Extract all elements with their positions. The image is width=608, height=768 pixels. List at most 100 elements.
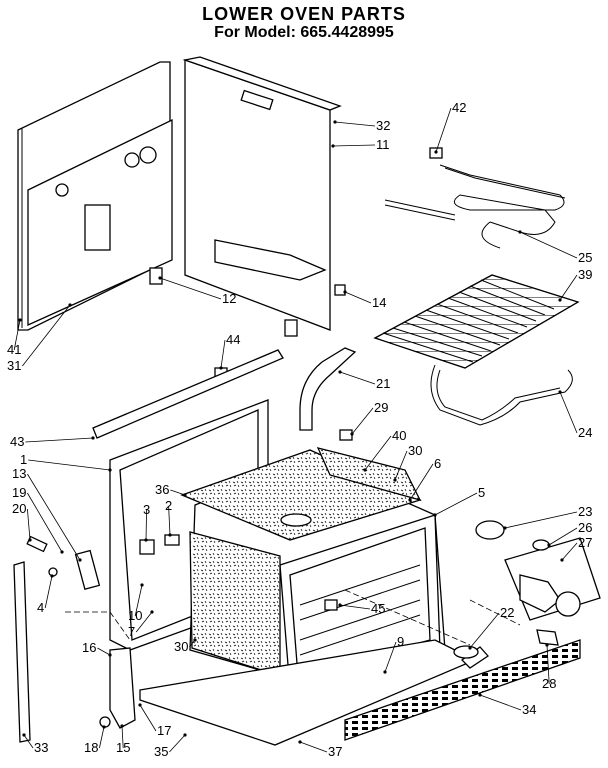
leader-tip-22 [468, 646, 472, 650]
leader-tip-35 [183, 733, 187, 737]
leader-tip-5 [433, 513, 437, 517]
leader-7 [135, 611, 153, 633]
callout-9: 9 [397, 634, 404, 649]
leader-tip-44 [219, 366, 223, 370]
leader-tip-4 [50, 574, 54, 578]
leader-tip-45 [338, 603, 342, 607]
leader-tip-27 [560, 558, 564, 562]
leader-13 [27, 473, 81, 561]
leader-tip-36 [183, 493, 187, 497]
leader-tip-1 [108, 468, 112, 472]
bulb-29 [339, 429, 353, 441]
leader-22 [469, 612, 500, 649]
leader-tip-11 [331, 144, 335, 148]
callout-43: 43 [10, 434, 24, 449]
leader-tip-6 [408, 498, 412, 502]
leader-12 [159, 277, 222, 300]
leader-19 [27, 492, 63, 553]
bake-element [430, 364, 573, 426]
leader-tip-7 [150, 610, 154, 614]
leader-tip-29 [350, 432, 354, 436]
cover-23 [475, 520, 505, 540]
leader-32 [334, 121, 376, 127]
leader-tip-23 [503, 526, 507, 530]
leader-10 [134, 584, 143, 617]
callout-25: 25 [578, 250, 592, 265]
leader-44 [220, 339, 226, 369]
broil-element [384, 147, 566, 249]
leader-40 [364, 435, 392, 471]
callout-12: 12 [222, 291, 236, 306]
callout-30b: 30 [174, 639, 188, 654]
leader-tip-20 [28, 538, 32, 542]
model-subtitle: For Model: 665.4428995 [214, 24, 394, 41]
callout-16: 16 [82, 640, 96, 655]
leader-tip-3 [144, 538, 148, 542]
leader-2 [168, 505, 171, 536]
rear-panel [149, 56, 346, 337]
leader-tip-18 [102, 725, 106, 729]
leader-9 [384, 641, 397, 673]
callout-7: 7 [128, 624, 135, 639]
leader-tip-2 [168, 533, 172, 537]
leader-41 [13, 319, 21, 351]
oven-rack [373, 274, 580, 369]
leader-24 [559, 391, 578, 434]
leader-15 [121, 725, 124, 749]
callout-45: 45 [371, 601, 385, 616]
gasket-26 [532, 539, 550, 551]
callout-14: 14 [372, 295, 386, 310]
callout-11: 11 [376, 137, 390, 152]
leader-16 [97, 647, 111, 656]
callout-29: 29 [374, 400, 388, 415]
callout-26: 26 [578, 520, 592, 535]
diagram-title: LOWER OVEN PARTS [202, 4, 406, 24]
leader-1 [28, 459, 111, 471]
leader-tip-12 [158, 276, 162, 280]
panel-cutout [84, 204, 111, 251]
callout-19: 19 [12, 485, 26, 500]
callout-4: 4 [37, 600, 44, 615]
leader-tip-42 [434, 150, 438, 154]
leader-tip-21 [338, 370, 342, 374]
floor-and-trim [139, 639, 581, 746]
leader-tip-39 [558, 298, 562, 302]
leader-26 [548, 527, 578, 546]
left-hardware [13, 534, 180, 743]
callout-31: 31 [7, 358, 21, 373]
callout-35: 35 [154, 744, 168, 759]
callout-21: 21 [376, 376, 390, 391]
leader-39 [559, 274, 578, 301]
leader-tip-28 [545, 643, 549, 647]
callout-40: 40 [392, 428, 406, 443]
leader-tip-16 [108, 653, 112, 657]
leader-18 [99, 726, 105, 749]
callout-27: 27 [578, 535, 592, 550]
leader-4 [44, 575, 53, 609]
leader-tip-17 [138, 703, 142, 707]
callout-32: 32 [376, 118, 390, 133]
leader-tip-24 [558, 390, 562, 394]
callout-37: 37 [328, 744, 342, 759]
callout-18: 18 [84, 740, 98, 755]
leader-tip-32 [333, 120, 337, 124]
leader-tip-31 [68, 303, 72, 307]
vent-tube [299, 347, 357, 441]
callout-23: 23 [578, 504, 592, 519]
leader-lines [13, 107, 578, 753]
leader-5 [434, 492, 478, 516]
leader-tip-10 [140, 583, 144, 587]
callout-2: 2 [165, 498, 172, 513]
leader-14 [344, 291, 372, 304]
leader-25 [519, 231, 578, 259]
callout-20: 20 [12, 501, 26, 516]
leader-tip-19 [60, 550, 64, 554]
leader-37 [299, 741, 328, 753]
leader-17 [139, 704, 157, 732]
leader-tip-43 [91, 436, 95, 440]
leader-29 [351, 407, 374, 435]
leader-43 [25, 437, 94, 443]
burner-assembly [344, 520, 601, 646]
